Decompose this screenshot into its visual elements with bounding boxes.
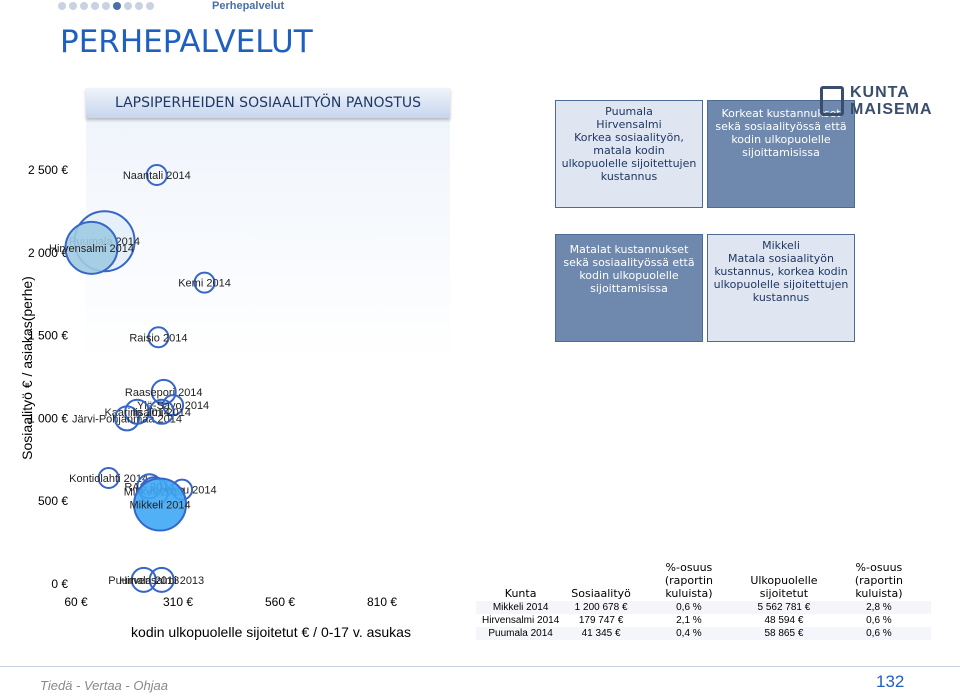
y-axis-label: Sosiaalityö € / asiakas(perhe): [19, 276, 35, 460]
pager-dot[interactable]: [91, 2, 99, 10]
bubble-label: Raisio 2014: [129, 332, 187, 344]
footer-tagline: Tiedä - Vertaa - Ohjaa: [40, 678, 169, 693]
footer-divider: [0, 666, 960, 667]
logo-line1: KUNTA: [850, 84, 910, 101]
quadrant-bottom-right: Mikkeli Matala sosiaalityön kustannus, k…: [707, 234, 855, 342]
bubble-point: [147, 326, 170, 349]
quadrant-head: Mikkeli: [762, 239, 800, 252]
chart-title: LAPSIPERHEIDEN SOSIAALITYÖN PANOSTUS: [86, 88, 450, 118]
bubble-point: [64, 220, 119, 275]
quadrant-text: Matalat kustannukset sekä sosiaalityössä…: [563, 243, 695, 295]
table-cell: 41 345 €: [565, 627, 637, 640]
kunta-maisema-logo: KUNTA MAISEMA: [820, 84, 933, 118]
table-row: Hirvensalmi 2014 179 747 € 2,1 % 48 594 …: [476, 614, 931, 627]
bubble-point: [193, 271, 216, 294]
y-tick-label: 0 €: [51, 577, 68, 591]
quadrant-text: Korkeat kustannukset sekä sosiaalityössä…: [715, 107, 847, 159]
pager-dot[interactable]: [124, 2, 132, 10]
table-header-cell: Sosiaalityö: [571, 587, 631, 600]
bubble-label: Iisalmi 2014: [132, 407, 191, 419]
table-header-cell: Kunta: [504, 587, 537, 600]
pager-dot[interactable]: [113, 2, 121, 10]
table-cell: 48 594 €: [740, 614, 827, 627]
x-tick-label: 810 €: [367, 595, 397, 609]
bubble-label: Hirvensalmi 2014: [49, 243, 134, 255]
page-title: PERHEPALVELUT: [60, 24, 313, 60]
quadrant-top-right: Korkeat kustannukset sekä sosiaalityössä…: [707, 100, 855, 208]
bubble-point: [133, 477, 188, 532]
x-tick-label: 310 €: [163, 595, 193, 609]
pager-dot[interactable]: [135, 2, 143, 10]
table-cell: Hirvensalmi 2014: [476, 614, 566, 627]
page-number: 132: [876, 672, 905, 691]
comparison-table: Kunta Sosiaalityö %-osuus (raportin kulu…: [476, 560, 931, 640]
table-cell: 0,6 %: [826, 614, 931, 627]
table-cell: 2,1 %: [636, 614, 741, 627]
pager-dot[interactable]: [102, 2, 110, 10]
y-tick-label: 2 000 €: [28, 246, 68, 260]
quadrant-text: Korkea sosiaalityön, matala kodin ulkopu…: [561, 131, 697, 183]
x-tick-label: 60 €: [64, 595, 88, 609]
quadrant-bottom-left: Matalat kustannukset sekä sosiaalityössä…: [555, 234, 703, 342]
y-tick-label: 2 500 €: [28, 163, 68, 177]
bubble-point: [130, 566, 157, 593]
quadrant-text: Matala sosiaalityön kustannus, korkea ko…: [713, 252, 849, 304]
table-cell: 0,6 %: [636, 601, 741, 614]
table-cell: 0,4 %: [636, 627, 741, 640]
y-tick-label: 500 €: [38, 494, 68, 508]
x-tick-label: 560 €: [265, 595, 295, 609]
stats-table: Kunta Sosiaalityö %-osuus (raportin kulu…: [476, 560, 931, 640]
table-header-cell: Ulkopuolelle sijoitetut: [750, 574, 818, 600]
bubble-label: Hirvensalmi 2013: [119, 575, 204, 587]
y-tick-label: 1 500 €: [28, 329, 68, 343]
table-cell: 179 747 €: [565, 614, 637, 627]
bubble-label: Naantali 2014: [123, 170, 191, 182]
bubble-label: Puumala 2013: [108, 575, 179, 587]
bubble-point: [114, 405, 140, 432]
logo-mark-icon: [820, 86, 844, 116]
table-header-row: Kunta Sosiaalityö %-osuus (raportin kulu…: [476, 560, 931, 601]
table-row: Mikkeli 2014 1 200 678 € 0,6 % 5 562 781…: [476, 601, 931, 614]
bubble-point: [148, 566, 175, 593]
table-header-cell: %-osuus (raportin kuluista): [664, 561, 713, 600]
bubble-label: Raasepori 2014: [125, 387, 203, 399]
logo-line2: MAISEMA: [850, 101, 933, 118]
pager-dot[interactable]: [146, 2, 154, 10]
table-row: Puumala 2014 41 345 € 0,4 % 58 865 € 0,6…: [476, 627, 931, 640]
quadrant-top-left: Puumala Hirvensalmi Korkea sosiaalityön,…: [555, 100, 703, 208]
quadrant-head: Puumala Hirvensalmi: [596, 105, 662, 131]
bubble-point: [145, 163, 168, 186]
table-cell: 58 865 €: [740, 627, 827, 640]
pager-dot[interactable]: [69, 2, 77, 10]
bubble-label: Kemi 2014: [178, 278, 231, 290]
bubble-label: Mikkeli 2014: [129, 500, 190, 512]
bubble-point: [97, 467, 120, 490]
x-axis-label: kodin ulkopuolelle sijoitetut € / 0-17 v…: [131, 624, 411, 640]
table-cell: 5 562 781 €: [740, 601, 827, 614]
slide-pager: [58, 2, 154, 10]
pager-dot[interactable]: [58, 2, 66, 10]
section-label: Perhepalvelut: [212, 0, 285, 12]
table-header-cell: %-osuus (raportin kuluista): [854, 561, 903, 600]
bubble-point: [148, 398, 175, 425]
table-cell: Puumala 2014: [476, 627, 566, 640]
table-cell: 0,6 %: [826, 627, 931, 640]
bubble-label: Kontiolahti 2014: [69, 473, 148, 485]
table-cell: Mikkeli 2014: [476, 601, 566, 614]
y-tick-label: 1 000 €: [28, 411, 68, 425]
pager-dot[interactable]: [80, 2, 88, 10]
table-cell: 2,8 %: [826, 601, 931, 614]
table-cell: 1 200 678 €: [565, 601, 637, 614]
